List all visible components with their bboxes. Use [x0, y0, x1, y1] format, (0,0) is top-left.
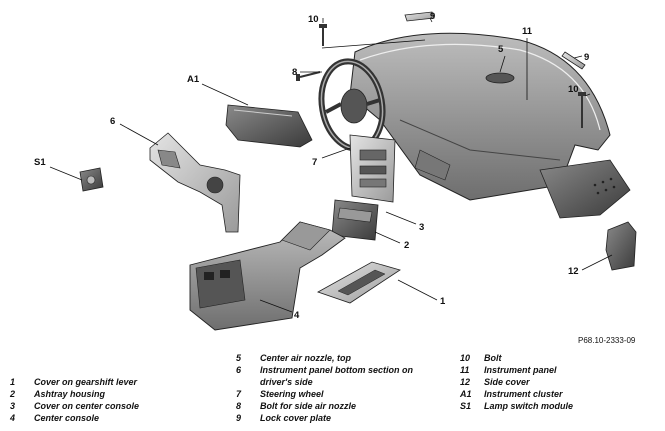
legend-text: Lamp switch module	[484, 401, 574, 411]
legend-key: 9	[236, 413, 242, 423]
legend-key: 7	[236, 389, 242, 399]
callout-4: 4	[294, 310, 300, 321]
legend-item: 2 Ashtray housing	[10, 388, 220, 400]
legend-key: 10	[460, 353, 471, 363]
callout-11: 11	[522, 26, 533, 37]
legend-text: Center air nozzle, top	[260, 353, 352, 363]
legend-key: S1	[460, 401, 472, 411]
ashtray-housing	[331, 199, 379, 241]
legend-column-2: 5 Center air nozzle, top 6 Instrument panel…	[236, 352, 436, 424]
callout-9-right: 9	[584, 52, 589, 63]
side-cover	[605, 221, 637, 271]
legend-key: 6	[236, 365, 242, 375]
callout-8: 8	[292, 67, 297, 78]
cover-center-console	[349, 134, 396, 203]
legend-text: Cover on gearshift lever	[34, 377, 138, 387]
lamp-switch-module	[79, 167, 104, 192]
bolt-right	[578, 92, 586, 128]
legend-text: Instrument cluster	[484, 389, 563, 399]
instrument-cluster	[225, 104, 313, 148]
legend-key: 4	[10, 413, 16, 423]
bolt-left	[319, 24, 327, 46]
legend-text: Bolt	[484, 353, 502, 363]
callout-1: 1	[440, 296, 446, 307]
legend-item: 11 Instrument panel	[460, 364, 660, 376]
instrument-panel	[349, 32, 631, 219]
legend-item: 5 Center air nozzle, top	[236, 352, 436, 364]
exploded-view-diagram: 10 9 5 11 9 10 8 A1 6 S1 7 3 2 4 1 12	[34, 11, 637, 331]
callout-12: 12	[568, 266, 579, 277]
callout-5: 5	[498, 44, 504, 55]
legend-item: 8 Bolt for side air nozzle	[236, 400, 436, 412]
lock-cover-plate-left	[404, 11, 435, 22]
center-console	[189, 221, 346, 331]
legend-key: 1	[10, 377, 16, 387]
legend-text: Cover on center console	[34, 401, 140, 411]
legend-key: A1	[460, 389, 472, 399]
leader-lines	[49, 17, 613, 313]
legend-key: 11	[460, 365, 470, 375]
legend-text: Ashtray housing	[34, 389, 106, 399]
callout-S1: S1	[34, 157, 46, 168]
legend-text: Bolt for side air nozzle	[260, 401, 357, 411]
reference-code: P68.10-2333-09	[578, 336, 636, 345]
legend-text: Steering wheel	[260, 389, 324, 399]
legend-text: Side cover	[484, 377, 530, 387]
gearshift-lever-cover	[317, 261, 401, 304]
legend-text: Lock cover plate	[260, 413, 332, 423]
legend-text: Center console	[34, 413, 100, 423]
legend-item: 6 Instrument panel bottom section on driv…	[236, 364, 436, 388]
legend-text: Instrument panel bottom section on drive…	[260, 365, 414, 387]
callout-3: 3	[419, 222, 424, 233]
callout-10-right: 10	[568, 84, 579, 95]
legend-column-1: 1 Cover on gearshift lever 2 Ashtray housin…	[10, 376, 220, 424]
callout-7: 7	[312, 157, 317, 168]
legend-text: Instrument panel	[484, 365, 557, 375]
legend-key: 5	[236, 353, 242, 363]
callout-A1: A1	[187, 74, 200, 85]
center-air-nozzle	[485, 72, 515, 84]
legend-item: 4 Center console	[10, 412, 220, 424]
callout-10-left: 10	[308, 14, 319, 25]
legend-item: 7 Steering wheel	[236, 388, 436, 400]
legend-key: 12	[460, 377, 471, 387]
legend-item: 9 Lock cover plate	[236, 412, 436, 424]
lock-cover-plate-right	[561, 51, 586, 70]
instrument-panel-bottom-section	[149, 132, 241, 233]
callout-9-left: 9	[430, 11, 435, 22]
legend-item: 1 Cover on gearshift lever	[10, 376, 220, 388]
callout-2: 2	[404, 240, 409, 251]
callout-6: 6	[110, 116, 115, 127]
legend-item: 10 Bolt	[460, 352, 660, 364]
legend-item: 12 Side cover	[460, 376, 660, 388]
legend-item: S1 Lamp switch module	[460, 400, 660, 412]
legend-key: 3	[10, 401, 16, 411]
bolt-side-air-nozzle	[296, 71, 321, 81]
legend-item: A1 Instrument cluster	[460, 388, 660, 400]
legend-key: 2	[10, 389, 16, 399]
legend-item: 3 Cover on center console	[10, 400, 220, 412]
legend-key: 8	[236, 401, 242, 411]
